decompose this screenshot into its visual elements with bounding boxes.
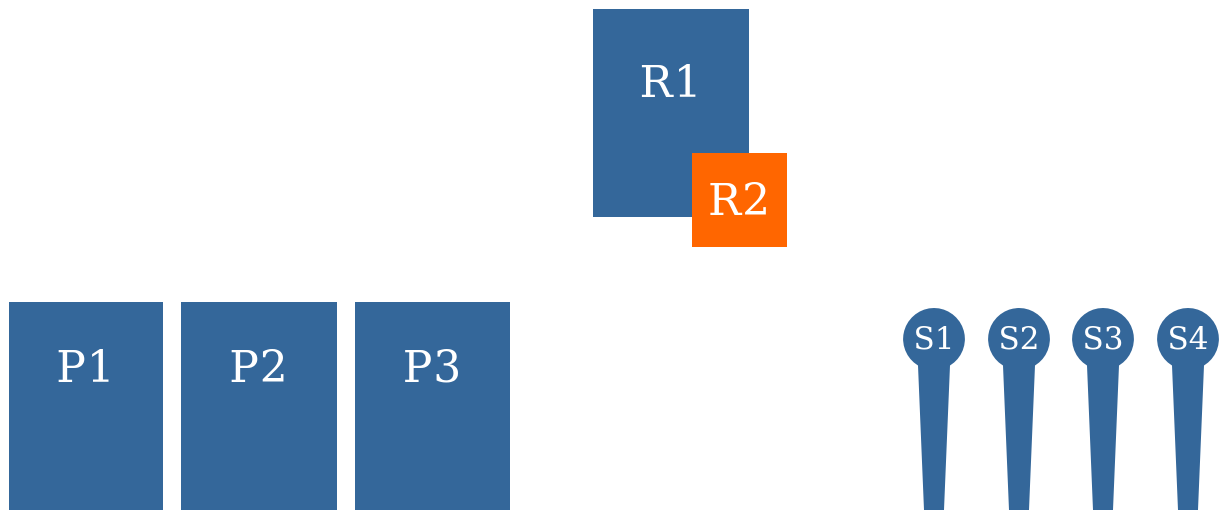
s2-pin: S2 [988, 308, 1050, 510]
s1-pin: S1 [903, 308, 965, 510]
p3-block: P3 [355, 302, 510, 510]
p1-block: P1 [9, 302, 163, 510]
pin-icon [988, 308, 1050, 510]
r2-label: R2 [707, 175, 772, 226]
p2-block: P2 [181, 302, 337, 510]
s4-pin: S4 [1157, 308, 1219, 510]
p3-label: P3 [402, 342, 463, 393]
s3-label: S3 [1082, 320, 1124, 357]
pin-icon [1157, 308, 1219, 510]
p1-label: P1 [56, 342, 116, 393]
r2-block: R2 [692, 153, 787, 247]
r1-label: R1 [639, 57, 703, 108]
r1-block: R1 [593, 9, 749, 217]
p2-label: P2 [229, 342, 289, 393]
s4-label: S4 [1167, 320, 1209, 357]
s2-label: S2 [998, 320, 1040, 357]
pin-icon [1072, 308, 1134, 510]
s1-label: S1 [913, 320, 955, 357]
pin-icon [903, 308, 965, 510]
s3-pin: S3 [1072, 308, 1134, 510]
